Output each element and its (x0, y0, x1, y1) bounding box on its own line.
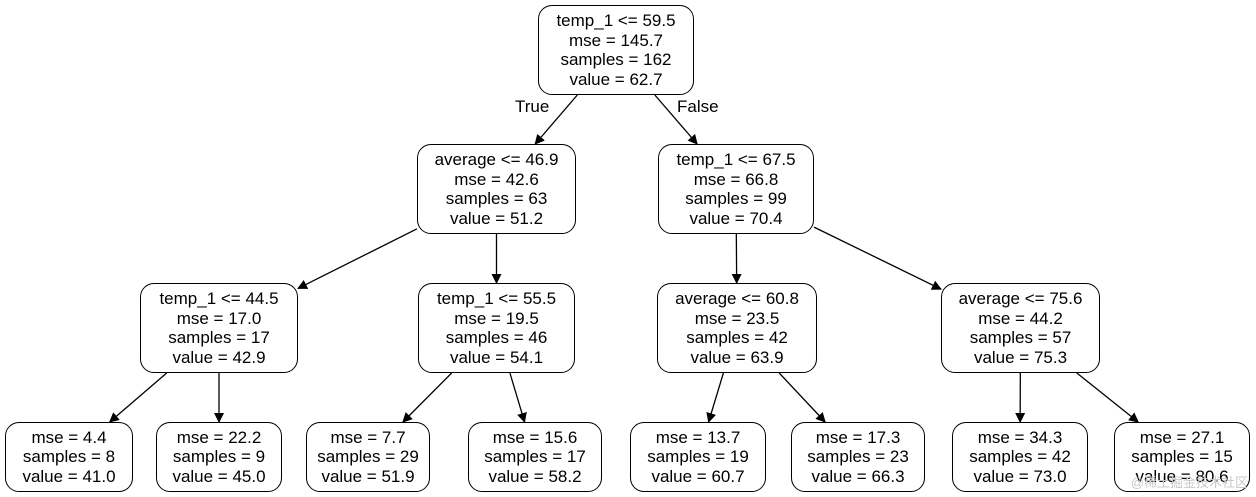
node-line: value = 45.0 (172, 466, 266, 486)
edge-n6-n14 (1076, 372, 1139, 423)
edge-n2-n6 (813, 226, 942, 290)
node-line: samples = 8 (22, 447, 116, 467)
node-line: samples = 63 (445, 189, 548, 208)
node-line: samples = 99 (685, 189, 787, 208)
edge-n5-n11 (706, 372, 725, 423)
node-line: mse = 17.0 (176, 308, 262, 328)
node-line: samples = 17 (484, 447, 586, 467)
edge-n0-n1 (534, 94, 578, 145)
edge-n3-n7 (108, 372, 168, 423)
node-line: samples = 57 (969, 328, 1072, 347)
node-line: value = 62.7 (569, 69, 663, 89)
node-line: mse = 22.2 (176, 427, 262, 447)
node-line: value = 54.1 (449, 347, 544, 367)
node-line: mse = 23.5 (694, 308, 780, 328)
edge-n0-n2 (654, 94, 698, 145)
node-line: temp_1 <= 55.5 (436, 289, 557, 308)
node-line: mse = 27.1 (1139, 427, 1225, 447)
node-line: value = 41.0 (22, 466, 116, 486)
edge-n4-n9 (402, 372, 453, 423)
node-line: average <= 60.8 (675, 289, 799, 308)
node-line: average <= 75.6 (958, 289, 1083, 308)
node-line: value = 42.9 (172, 347, 266, 367)
node-line: mse = 17.3 (815, 427, 901, 447)
node-line: samples = 162 (560, 50, 672, 69)
edge-n1-n3 (297, 228, 418, 290)
node-line: value = 58.2 (488, 466, 582, 486)
node-line: value = 60.7 (651, 466, 745, 486)
node-line: value = 63.9 (690, 347, 784, 367)
node-line: value = 51.2 (449, 208, 544, 228)
node-line: temp_1 <= 67.5 (676, 150, 796, 169)
node-line: samples = 9 (172, 447, 266, 467)
node-line: samples = 19 (647, 447, 749, 467)
node-line: mse = 19.5 (454, 308, 539, 328)
node-line: samples = 46 (445, 328, 548, 347)
node-line: value = 80.6 (1135, 466, 1229, 486)
node-line: mse = 13.7 (655, 427, 741, 447)
node-line: temp_1 <= 59.5 (556, 11, 676, 30)
node-line: samples = 17 (168, 328, 270, 347)
node-line: mse = 42.6 (454, 169, 539, 189)
edge-label-true: True (515, 97, 550, 116)
node-line: value = 66.3 (811, 466, 905, 486)
node-line: temp_1 <= 44.5 (159, 289, 279, 308)
node-line: samples = 42 (969, 447, 1071, 467)
edge-n5-n12 (778, 372, 826, 423)
watermark: @稀土掘金技术社区 (1130, 475, 1248, 490)
node-line: value = 73.0 (973, 466, 1067, 486)
node-line: mse = 7.7 (330, 427, 406, 447)
node-line: value = 51.9 (321, 466, 415, 486)
node-line: mse = 44.2 (978, 308, 1063, 328)
node-line: mse = 145.7 (568, 30, 664, 50)
node-line: mse = 34.3 (977, 427, 1063, 447)
edge-n4-n10 (509, 372, 527, 423)
node-line: value = 70.4 (689, 208, 783, 228)
node-line: mse = 15.6 (492, 427, 578, 447)
node-line: value = 75.3 (973, 347, 1068, 367)
edge-label-false: False (677, 97, 719, 116)
node-line: mse = 66.8 (693, 169, 779, 189)
node-line: samples = 42 (686, 328, 788, 347)
node-line: samples = 23 (807, 447, 909, 467)
node-line: samples = 29 (317, 447, 419, 467)
node-line: average <= 46.9 (434, 150, 559, 169)
node-line: mse = 4.4 (31, 427, 107, 447)
node-line: samples = 15 (1131, 447, 1233, 467)
